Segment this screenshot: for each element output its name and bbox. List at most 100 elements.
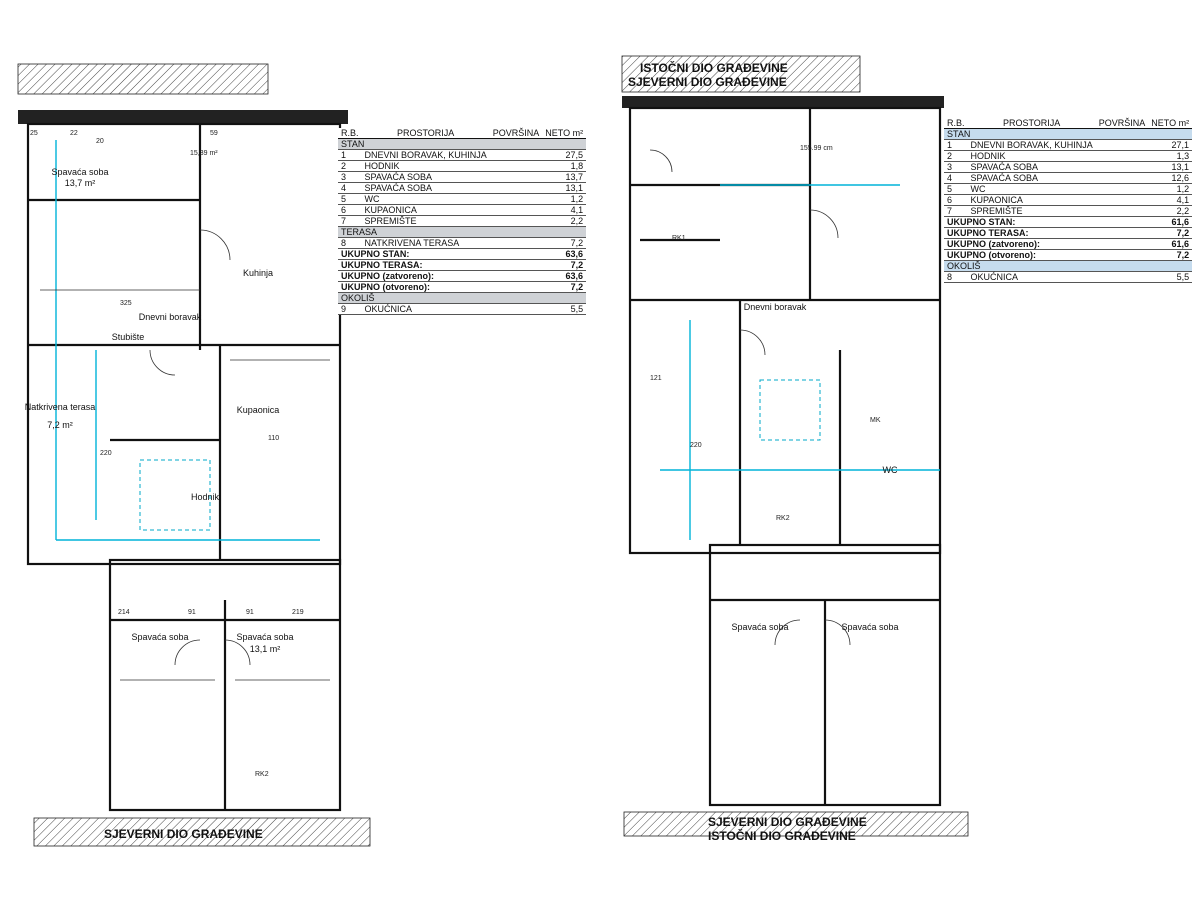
table-cell: UKUPNO STAN:	[338, 248, 543, 260]
table-cell: 7,2	[542, 281, 587, 293]
table-header-cell: R.B.	[944, 118, 968, 129]
table-cell: TERASA	[338, 226, 587, 238]
table-cell	[1095, 139, 1149, 151]
table-cell: 9	[338, 303, 362, 315]
outer-wall-right	[628, 106, 942, 555]
table-header-cell: NETO m²	[542, 128, 587, 139]
table-header-cell: PROSTORIJA	[967, 118, 1096, 129]
title-top-right-2: SJEVERNI DIO GRAĐEVINE	[628, 75, 787, 89]
table-cell: KUPAONICA	[361, 204, 490, 216]
table-cell: 4,1	[1148, 194, 1193, 206]
title-band-bottom-right	[623, 811, 969, 837]
table-cell	[489, 182, 543, 194]
table-row: UKUPNO (otvoreno):7,2	[338, 281, 587, 293]
table-cell: UKUPNO STAN:	[944, 216, 1149, 228]
table-cell: 3	[338, 171, 362, 183]
svg-text:214: 214	[118, 609, 130, 616]
table-cell: UKUPNO TERASA:	[944, 227, 1149, 239]
table-cell: 4	[944, 172, 968, 184]
table-cell	[1095, 194, 1149, 206]
table-cell: 63,6	[542, 270, 587, 282]
table-cell: 1	[944, 139, 968, 151]
room-bath-label: Kupaonica	[237, 405, 280, 415]
table-cell: WC	[967, 183, 1096, 195]
table-cell: OKOLIŠ	[338, 292, 587, 304]
svg-text:91: 91	[246, 609, 254, 616]
table-cell: 5,5	[1148, 271, 1193, 283]
table-cell: 7	[944, 205, 968, 217]
table-cell: 5	[338, 193, 362, 205]
title-band-top-left	[17, 63, 269, 95]
room-bedroom-label: Spavaća soba	[51, 167, 108, 177]
room-sleeping2-label: Spavaća soba	[236, 632, 293, 642]
title-band-bottom-left	[33, 817, 371, 847]
table-cell: 27,5	[542, 149, 587, 161]
title-band-top-right	[621, 55, 861, 93]
table-cell	[1095, 183, 1149, 195]
room-sleeping1-right-label: Spavaća soba	[731, 622, 788, 632]
table-cell	[1095, 150, 1149, 162]
table-header-cell: NETO m²	[1148, 118, 1193, 129]
left-floor-plan: SJEVERNI DIO GRAĐEVINE Spavaća soba 13,7…	[17, 63, 371, 847]
table-cell	[1095, 172, 1149, 184]
svg-text:20: 20	[96, 138, 104, 145]
window-dim-label: 15,39 m²	[190, 150, 218, 157]
table-cell: 12,6	[1148, 172, 1193, 184]
table-cell: DNEVNI BORAVAK, KUHINJA	[361, 149, 490, 161]
room-sleeping2-right-label: Spavaća soba	[841, 622, 898, 632]
table-cell: SPAVAĆA SOBA	[967, 161, 1096, 173]
table-cell: 4	[338, 182, 362, 194]
title-bottom-right-2: ISTOČNI DIO GRAĐEVINE	[708, 828, 856, 843]
table-cell: 2	[944, 150, 968, 162]
table-cell: 1,2	[542, 193, 587, 205]
table-cell: UKUPNO TERASA:	[338, 259, 543, 271]
rk1-label-right: RK1	[672, 235, 686, 242]
table-cell: 1,2	[1148, 183, 1193, 195]
room-corridor-label: Dnevni boravak	[139, 312, 202, 322]
svg-text:22: 22	[70, 130, 78, 137]
mk-label-right: MK	[870, 417, 881, 424]
rk-label-left: RK2	[255, 771, 269, 778]
table-cell: 7,2	[1148, 249, 1193, 261]
table-cell	[489, 204, 543, 216]
table-row: UKUPNO (zatvoreno):61,6	[944, 238, 1193, 250]
table-cell: 13,1	[1148, 161, 1193, 173]
title-bottom-right-1: SJEVERNI DIO GRAĐEVINE	[708, 815, 867, 829]
table-cell: 4,1	[542, 204, 587, 216]
table-cell: DNEVNI BORAVAK, KUHINJA	[967, 139, 1096, 151]
table-row: UKUPNO STAN:63,6	[338, 248, 587, 260]
title-bottom-left: SJEVERNI DIO GRAĐEVINE	[104, 827, 263, 841]
table-header-cell: R.B.	[338, 128, 362, 139]
table-cell: 13,1	[542, 182, 587, 194]
table-cell: 3	[944, 161, 968, 173]
table-cell: STAN	[944, 128, 1193, 140]
table-cell: SPREMIŠTE	[967, 205, 1096, 217]
room-hall-label: Hodnik	[191, 492, 220, 502]
room-living-right-label: Dnevni boravak	[744, 302, 807, 312]
svg-text:155.99 cm: 155.99 cm	[800, 145, 833, 152]
table-cell: 27,1	[1148, 139, 1193, 151]
room-terrace-area: 7,2 m²	[47, 420, 73, 430]
svg-text:5: 5	[900, 100, 904, 107]
wall-top-left	[18, 110, 348, 124]
table-cell	[1095, 161, 1149, 173]
svg-text:325: 325	[120, 300, 132, 307]
room-sleeping1-label: Spavaća soba	[131, 632, 188, 642]
table-cell: UKUPNO (otvoreno):	[944, 249, 1149, 261]
svg-text:91: 91	[188, 609, 196, 616]
table-cell: 1	[338, 149, 362, 161]
table-cell: 63,6	[542, 248, 587, 260]
table-row: UKUPNO (otvoreno):7,2	[944, 249, 1193, 261]
table-cell: 5,5	[542, 303, 587, 315]
table-cell: 61,6	[1148, 238, 1193, 250]
table-cell: STAN	[338, 138, 587, 150]
